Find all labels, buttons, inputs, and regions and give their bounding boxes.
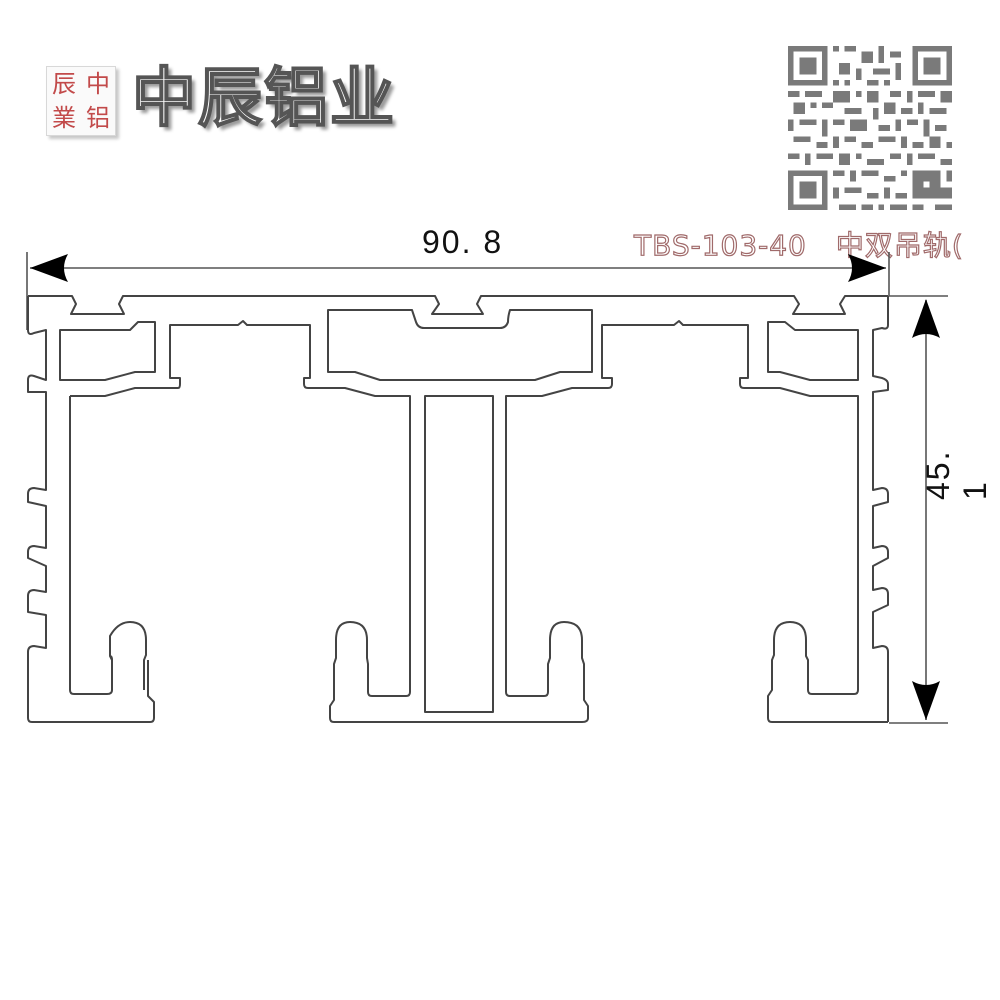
qr-code-icon bbox=[788, 46, 952, 210]
seal-char: 铝 bbox=[86, 104, 110, 132]
brand-name: 中辰铝业 bbox=[131, 61, 396, 137]
profile-outline bbox=[27, 295, 889, 723]
width-dimension-label: 90. 8 bbox=[422, 224, 504, 260]
seal-char: 業 bbox=[52, 104, 76, 132]
logo-seal: 中 辰 铝 業 bbox=[46, 66, 116, 136]
arrow-icon bbox=[30, 254, 940, 720]
model-label: TBS-103-40 中双吊轨( bbox=[633, 228, 964, 262]
seal-char: 中 bbox=[86, 70, 110, 98]
seal-char: 辰 bbox=[52, 70, 76, 98]
dimension-lines bbox=[26, 252, 948, 724]
